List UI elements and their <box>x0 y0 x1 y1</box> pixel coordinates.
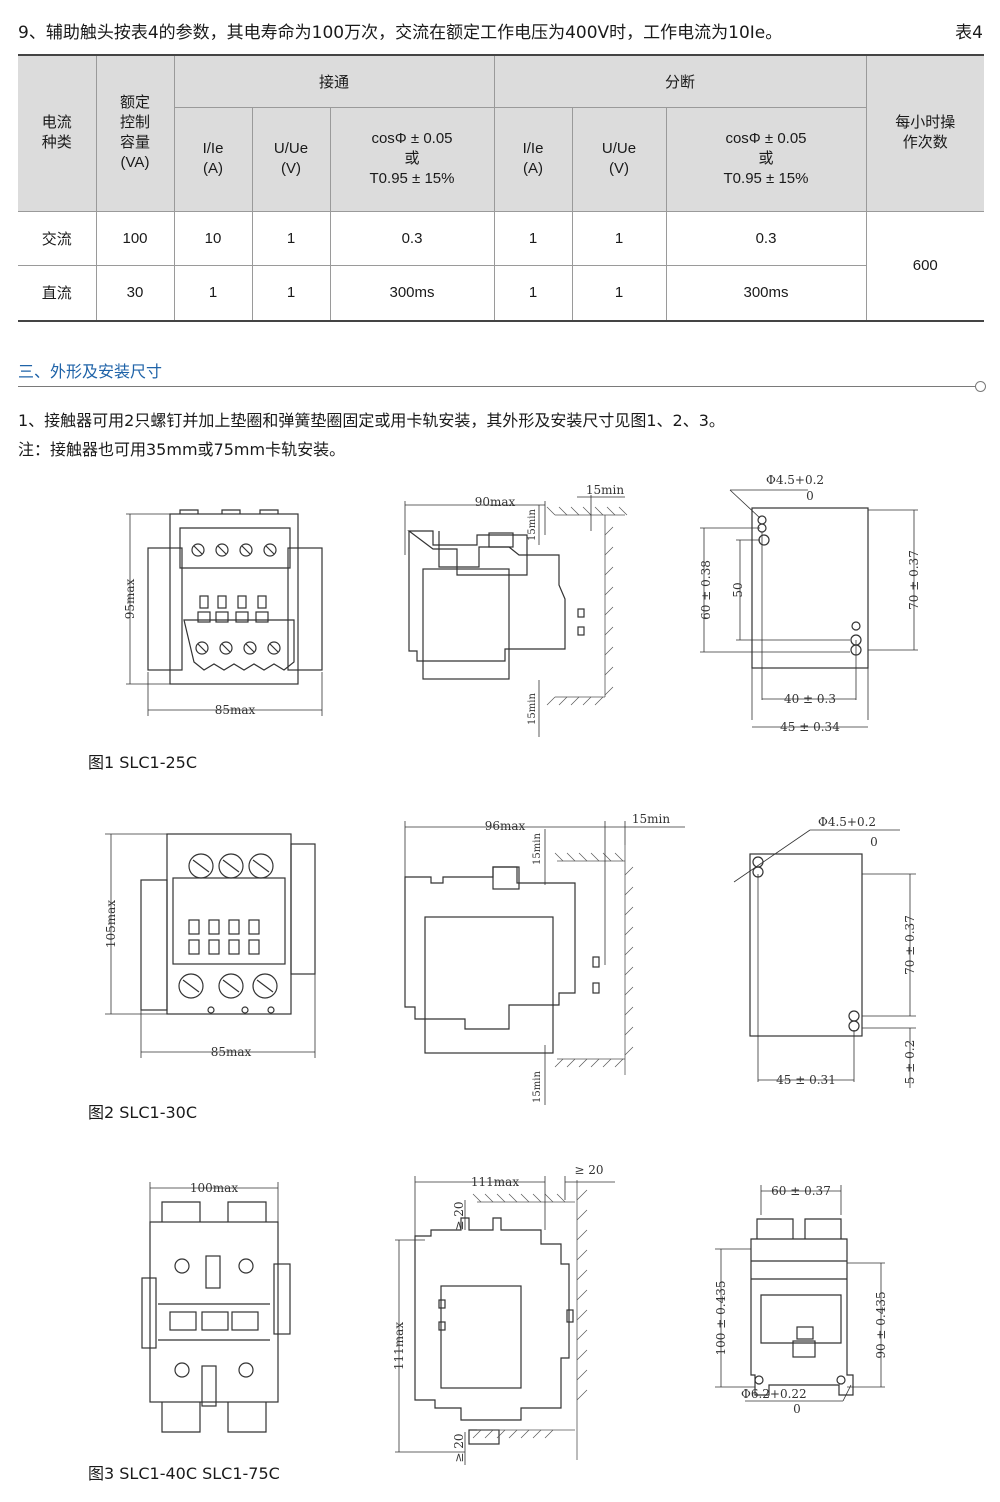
note-line-1: 1、接触器可用2只螺钉并加上垫圈和弹簧垫圈固定或用卡轨安装，其外形及安装尺寸见图… <box>18 411 725 430</box>
fig1-front-view: 95max 85max <box>123 509 323 717</box>
fig2-front-height-label: 105max <box>104 900 118 948</box>
table-tag: 表4 <box>955 23 983 43</box>
fig1-front-height-label: 95max <box>123 578 137 619</box>
note-line-2: 注：接触器也可用35mm或75mm卡轨安装。 <box>18 440 346 459</box>
fig3-side-gap-top-label: ≥ 20 <box>452 1201 466 1230</box>
header-ops-per-hour: 每小时操作次数 <box>865 54 984 212</box>
cell-make-u: 1 <box>251 210 331 266</box>
fig2-mounting-view: Φ4.5+0.2 0 70 ± 0.37 5 ± 0.2 45 ± 0.31 <box>733 815 917 1088</box>
fig3-front-view: 100max <box>141 1181 291 1433</box>
header-current-type: 电流种类 <box>18 54 97 212</box>
fig1-mount-v3-label: 70 ± 0.37 <box>907 550 921 610</box>
fig2-front-width-label: 85max <box>211 1045 252 1059</box>
header-capacity: 额定控制 容量(VA) <box>95 54 175 212</box>
fig1-mount-h1-label: 40 ± 0.3 <box>784 692 836 706</box>
fig3-mount-v1-label: 100 ± 0.435 <box>714 1281 728 1356</box>
cell-ops-per-hour: 600 <box>865 210 984 322</box>
fig2-side-depth-label: 96max <box>485 819 526 833</box>
table-row: 交流 100 10 1 0.3 1 1 0.3 600 <box>18 210 984 322</box>
cell-make-cos: 300ms <box>329 264 495 322</box>
header-break-i: I/Ie(A) <box>493 106 573 212</box>
fig3-side-view: 111max ≥ 20 111max ≥ 20 ≥ 20 <box>392 1163 615 1465</box>
fig3-mount-v2-label: 90 ± 0.435 <box>874 1291 888 1358</box>
cell-break-cos: 300ms <box>665 264 866 322</box>
fig2-side-view: 96max 15min 15min 15min <box>404 812 685 1105</box>
fig2-mount-hole-label: Φ4.5+0.2 <box>818 815 876 829</box>
fig1-caption: 图1 SLC1-25C <box>88 753 197 772</box>
fig3-caption: 图3 SLC1-40C SLC1-75C <box>88 1464 280 1483</box>
cell-break-i: 1 <box>493 210 573 266</box>
fig3-side-gap-right-label: ≥ 20 <box>574 1163 603 1177</box>
fig3-side-height-label: 111max <box>392 1322 406 1370</box>
fig3-side-depth-label: 111max <box>471 1175 519 1189</box>
section-divider <box>18 386 976 387</box>
fig2-front-view: 105max 85max <box>104 833 316 1059</box>
fig2-side-vgap1-label: 15min <box>532 833 543 865</box>
fig2-side-vgap2-label: 15min <box>532 1071 543 1103</box>
cell-make-u: 1 <box>251 264 331 322</box>
fig1-mounting-view: Φ4.5+0.2 0 60 ± 0.38 50 70 ± 0.37 40 ± 0… <box>699 473 921 734</box>
fig1-side-depth-label: 90max <box>475 495 516 509</box>
cell-type: 交流 <box>18 210 97 266</box>
fig2-mount-v1-label: 70 ± 0.37 <box>903 915 917 975</box>
header-make-i: I/Ie(A) <box>174 106 253 212</box>
fig3-mount-hole-tol: 0 <box>793 1402 801 1415</box>
fig2-caption: 图2 SLC1-30C <box>88 1103 197 1122</box>
header-break-u: U/Ue(V) <box>571 106 667 212</box>
table-intro: 9、辅助触头按表4的参数，其电寿命为100万次，交流在额定工作电压为400V时，… <box>18 18 983 43</box>
fig2-mount-hole-tol: 0 <box>870 835 878 849</box>
cell-break-u: 1 <box>571 264 667 322</box>
fig3-mount-width-label: 60 ± 0.37 <box>771 1184 831 1198</box>
fig1-mount-v2-label: 50 <box>731 582 745 597</box>
header-break: 分断 <box>493 54 867 108</box>
table-intro-text: 9、辅助触头按表4的参数，其电寿命为100万次，交流在额定工作电压为400V时，… <box>18 23 783 43</box>
fig2-side-top-gap-label: 15min <box>632 812 670 826</box>
cell-make-cos: 0.3 <box>329 210 495 266</box>
header-make: 接通 <box>173 54 495 108</box>
header-make-u: U/Ue(V) <box>251 106 331 212</box>
fig1-mount-hole-tol: 0 <box>806 489 814 503</box>
fig1-mount-h2-label: 45 ± 0.34 <box>780 720 840 734</box>
fig1-front-width-label: 85max <box>215 703 256 717</box>
section-title: 三、外形及安装尺寸 <box>18 362 163 381</box>
cell-break-i: 1 <box>493 264 573 322</box>
fig1-side-top-gap-label: 15min <box>586 483 624 497</box>
section-divider-dot <box>975 381 986 392</box>
cell-make-i: 10 <box>173 210 253 266</box>
fig2-mount-h1-label: 45 ± 0.31 <box>776 1073 836 1087</box>
table-row: 直流 30 1 1 300ms 1 1 300ms <box>18 264 984 322</box>
fig1-mount-v1-label: 60 ± 0.38 <box>699 560 713 620</box>
fig2-mount-v2-label: 5 ± 0.2 <box>903 1040 917 1084</box>
fig3-side-gap-bottom-label: ≥ 20 <box>452 1433 466 1462</box>
cell-type: 直流 <box>18 264 97 322</box>
cell-break-u: 1 <box>571 210 667 266</box>
fig1-side-vgap1-label: 15min <box>527 509 538 541</box>
fig1-mount-hole-label: Φ4.5+0.2 <box>766 473 824 487</box>
cell-capacity: 30 <box>95 264 175 322</box>
fig3-mounting-view: 60 ± 0.37 100 ± 0.435 90 ± 0.435 Φ6.2+0.… <box>714 1184 888 1415</box>
fig1-side-view: 90max 15min 15min 15min <box>404 483 628 737</box>
cell-capacity: 100 <box>95 210 175 266</box>
aux-contact-table: 电流种类 额定控制 容量(VA) 接通 分断 每小时操作次数 I/Ie(A) U… <box>18 54 984 322</box>
fig3-front-width-label: 100max <box>190 1181 238 1195</box>
fig3-mount-hole-label: Φ6.2+0.22 <box>741 1387 807 1401</box>
cell-break-cos: 0.3 <box>665 210 867 266</box>
cell-make-i: 1 <box>173 264 253 322</box>
fig1-side-vgap2-label: 15min <box>527 693 538 725</box>
